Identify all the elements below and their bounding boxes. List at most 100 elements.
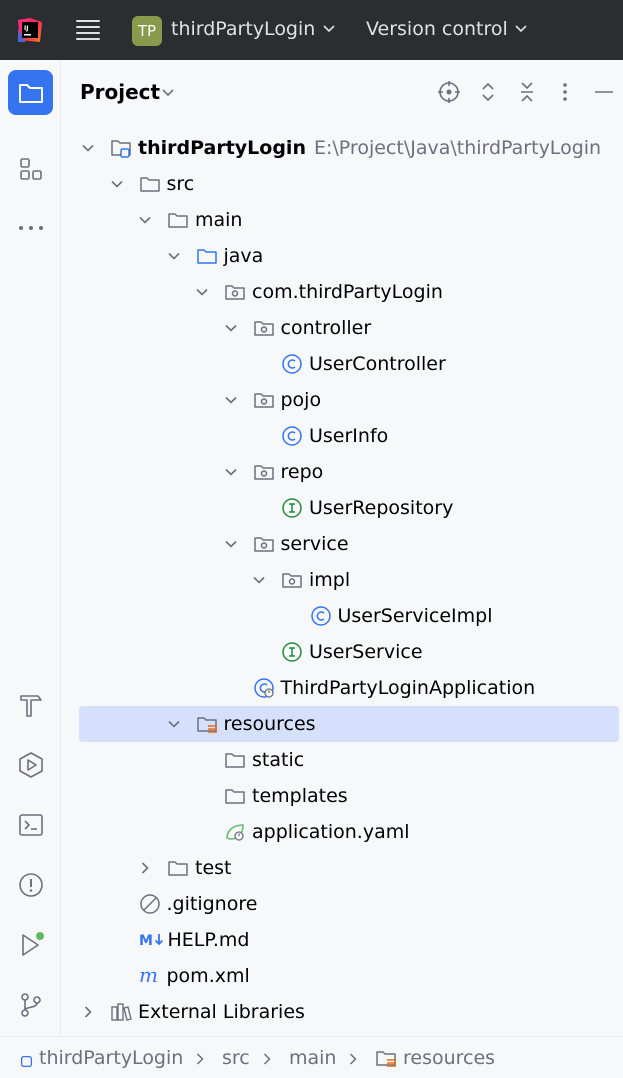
chevron-down-icon[interactable] <box>224 321 238 335</box>
chevron-down-icon[interactable] <box>322 24 336 34</box>
chevron-down-icon[interactable] <box>167 717 181 731</box>
tree-item-label: .gitignore <box>166 893 258 915</box>
tree-item-label: UserService <box>309 641 423 663</box>
breadcrumb-item[interactable]: src <box>222 1047 250 1069</box>
chevron-down-icon[interactable] <box>195 285 209 299</box>
tree-item-usercontroller[interactable]: UserController <box>79 346 619 382</box>
libraries-icon <box>110 1001 132 1023</box>
more-tools-button[interactable] <box>8 205 53 250</box>
tree-item-com-thirdpartylogin[interactable]: com.thirdPartyLogin <box>79 274 619 310</box>
build-tool-button[interactable] <box>8 682 53 727</box>
spring-boot-class-icon <box>253 677 275 699</box>
run-tool-button[interactable] <box>8 922 53 967</box>
tree-item-service[interactable]: service <box>79 526 619 562</box>
run-icon <box>21 931 44 956</box>
panel-title[interactable]: Project <box>80 80 161 104</box>
tree-item-pojo[interactable]: pojo <box>79 382 619 418</box>
expand-all-icon <box>482 82 494 102</box>
chevron-down-icon[interactable] <box>167 249 181 263</box>
chevron-down-icon[interactable] <box>110 177 124 191</box>
problems-icon <box>18 872 43 897</box>
folder-icon <box>18 83 43 103</box>
chevron-right-icon[interactable] <box>138 861 152 875</box>
hammer-icon <box>19 694 42 717</box>
folder-icon <box>224 749 246 771</box>
select-opened-file-button[interactable] <box>436 79 462 105</box>
chevron-down-icon[interactable] <box>224 393 238 407</box>
tree-item-label: UserController <box>309 353 446 375</box>
tree-item-templates[interactable]: templates <box>79 778 619 814</box>
tree-item-label: main <box>195 209 243 231</box>
tree-item-main[interactable]: main <box>79 202 619 238</box>
project-badge[interactable]: TP <box>132 16 162 46</box>
expand-all-button[interactable] <box>475 79 501 105</box>
main-menu-button[interactable] <box>74 17 102 43</box>
tree-item-label: UserInfo <box>309 425 389 447</box>
structure-tool-button[interactable] <box>8 146 53 191</box>
tree-item-gitignore[interactable]: .gitignore <box>79 886 619 922</box>
tree-item-label: UserServiceImpl <box>337 605 493 627</box>
tree-item-src[interactable]: src <box>79 166 619 202</box>
tree-item-label: repo <box>280 461 324 483</box>
options-menu-button[interactable] <box>552 79 578 105</box>
chevron-down-icon[interactable] <box>514 24 528 34</box>
version-control-menu[interactable]: Version control <box>366 18 508 40</box>
class-icon <box>281 353 303 375</box>
chevron-down-icon[interactable] <box>252 573 266 587</box>
collapse-all-icon <box>521 82 533 102</box>
chevron-down-icon[interactable] <box>224 465 238 479</box>
terminal-icon <box>18 813 43 836</box>
tree-item-external-libraries[interactable]: External Libraries <box>79 994 619 1030</box>
tree-item-resources[interactable]: resources <box>79 706 619 742</box>
terminal-tool-button[interactable] <box>8 802 53 847</box>
project-tool-button[interactable] <box>8 70 53 115</box>
chevron-right-icon[interactable] <box>81 1005 95 1019</box>
chevron-down-icon[interactable] <box>224 537 238 551</box>
breadcrumb-item[interactable]: thirdPartyLogin <box>39 1047 184 1069</box>
tree-item-label: controller <box>280 317 372 339</box>
tree-item-thirdpartyloginapplication[interactable]: ThirdPartyLoginApplication <box>79 670 619 706</box>
intellij-logo-icon[interactable]: IJ <box>16 16 44 44</box>
tree-item-label: HELP.md <box>167 929 250 951</box>
tree-item-impl[interactable]: impl <box>79 562 619 598</box>
tree-item-label: pom.xml <box>166 965 250 987</box>
breadcrumb-item[interactable]: main <box>289 1047 337 1069</box>
package-icon <box>224 281 246 303</box>
minimize-icon <box>595 91 613 93</box>
tree-item-label: static <box>252 749 305 771</box>
breadcrumb-item[interactable]: resources <box>403 1047 496 1069</box>
tree-item-static[interactable]: static <box>79 742 619 778</box>
tree-item-controller[interactable]: controller <box>79 310 619 346</box>
tree-item-label: application.yaml <box>252 821 410 843</box>
collapse-all-button[interactable] <box>514 79 540 105</box>
tree-item-test[interactable]: test <box>79 850 619 886</box>
tree-item-userservice[interactable]: UserService <box>79 634 619 670</box>
ignore-file-icon <box>139 893 161 915</box>
chevron-right-icon <box>263 1053 271 1065</box>
project-name[interactable]: thirdPartyLogin <box>171 18 316 40</box>
chevron-down-icon[interactable] <box>161 88 175 98</box>
tree-item-userrepository[interactable]: UserRepository <box>79 490 619 526</box>
problems-tool-button[interactable] <box>8 862 53 907</box>
interface-icon <box>281 641 303 663</box>
folder-icon <box>167 857 189 879</box>
services-tool-button[interactable] <box>8 742 53 787</box>
tree-item-repo[interactable]: repo <box>79 454 619 490</box>
resources-folder-icon <box>196 713 218 735</box>
tree-item-userinfo[interactable]: UserInfo <box>79 418 619 454</box>
services-icon <box>18 751 43 778</box>
tree-item-application-yaml[interactable]: application.yaml <box>79 814 619 850</box>
tree-item-label: pojo <box>280 389 322 411</box>
tree-item-java[interactable]: java <box>79 238 619 274</box>
chevron-down-icon[interactable] <box>138 213 152 227</box>
tree-item-userserviceimpl[interactable]: UserServiceImpl <box>79 598 619 634</box>
chevron-down-icon[interactable] <box>81 141 95 155</box>
tree-item-label: java <box>223 245 264 267</box>
tree-item-label: templates <box>252 785 348 807</box>
git-tool-button[interactable] <box>8 982 53 1027</box>
tree-item-label: UserRepository <box>309 497 454 519</box>
hide-panel-button[interactable] <box>591 79 617 105</box>
